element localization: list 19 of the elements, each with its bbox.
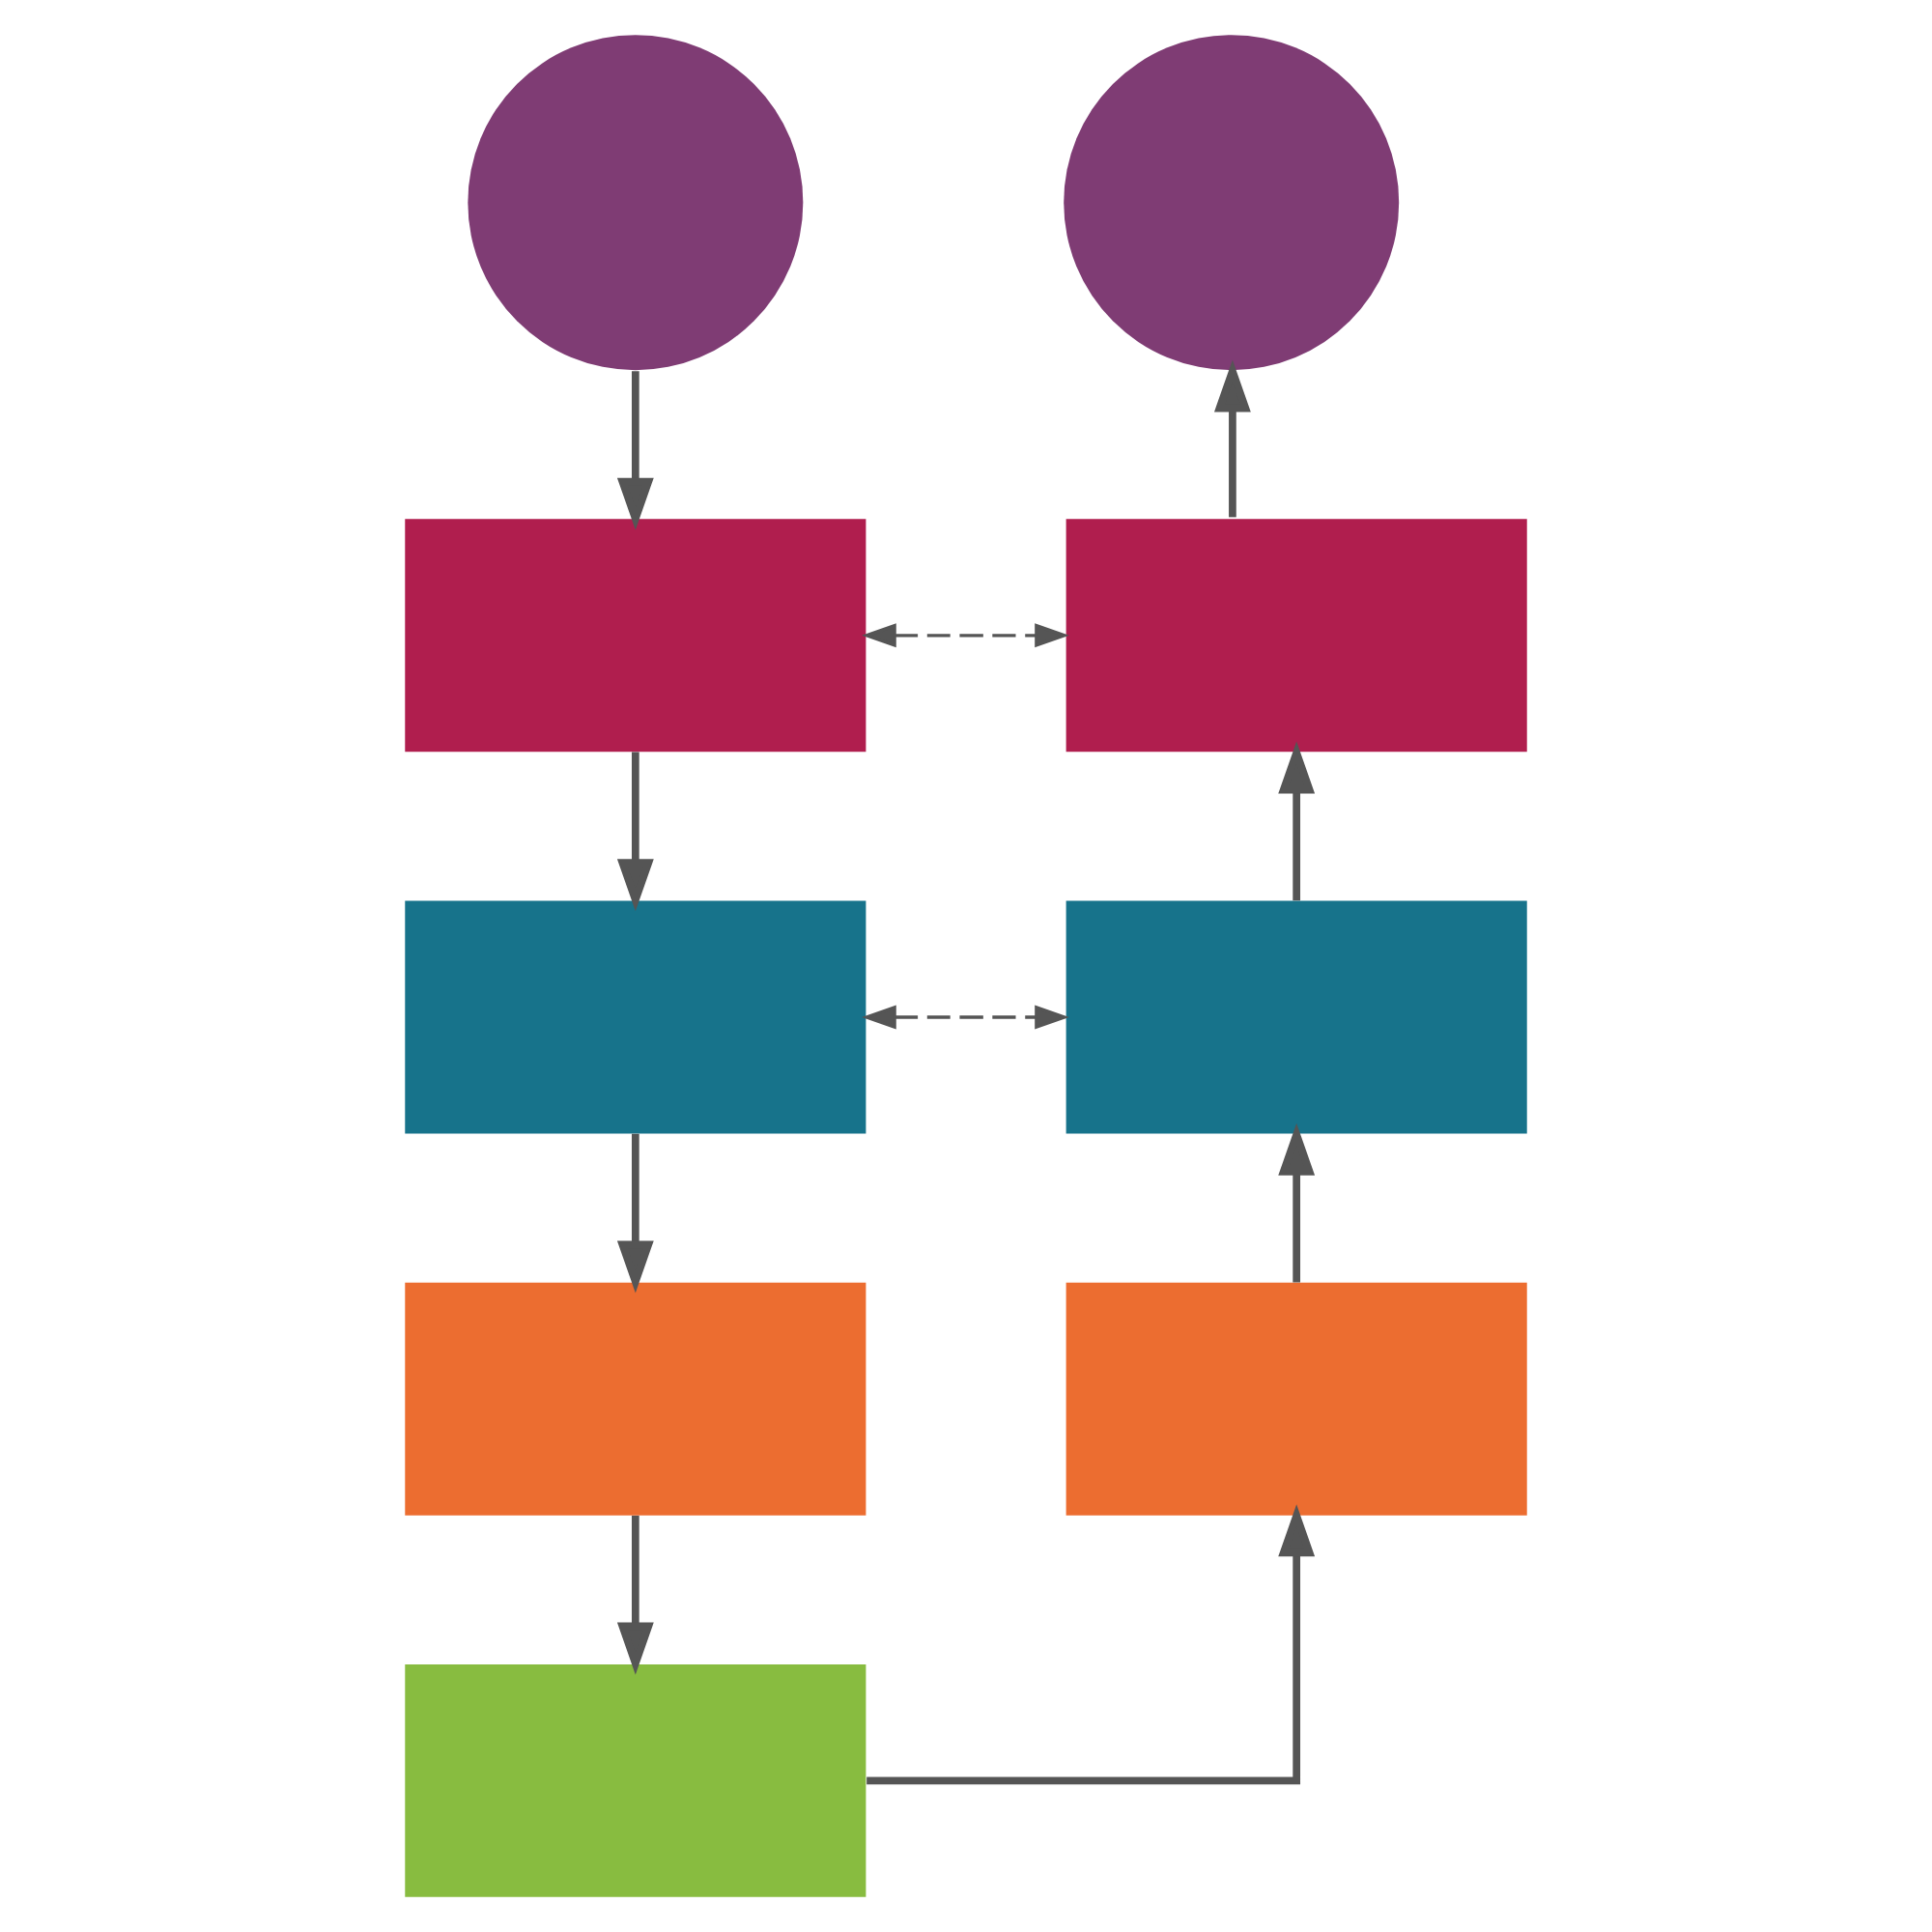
arrow	[616, 1133, 654, 1293]
node-circle	[1064, 35, 1400, 371]
node-box	[1065, 900, 1527, 1134]
node-box	[405, 1663, 867, 1897]
arrow	[862, 1005, 1069, 1030]
node-box	[405, 1282, 867, 1516]
arrow	[616, 371, 654, 530]
arrow	[867, 1504, 1316, 1785]
arrow	[862, 623, 1069, 648]
arrow	[1278, 741, 1316, 901]
arrow	[616, 752, 654, 912]
node-box	[405, 519, 867, 753]
arrow	[1213, 359, 1251, 518]
node-box	[1065, 519, 1527, 753]
node-box	[1065, 1282, 1527, 1516]
node-box	[405, 900, 867, 1134]
arrow	[1278, 1122, 1316, 1283]
arrow	[616, 1515, 654, 1675]
node-circle	[468, 35, 804, 371]
